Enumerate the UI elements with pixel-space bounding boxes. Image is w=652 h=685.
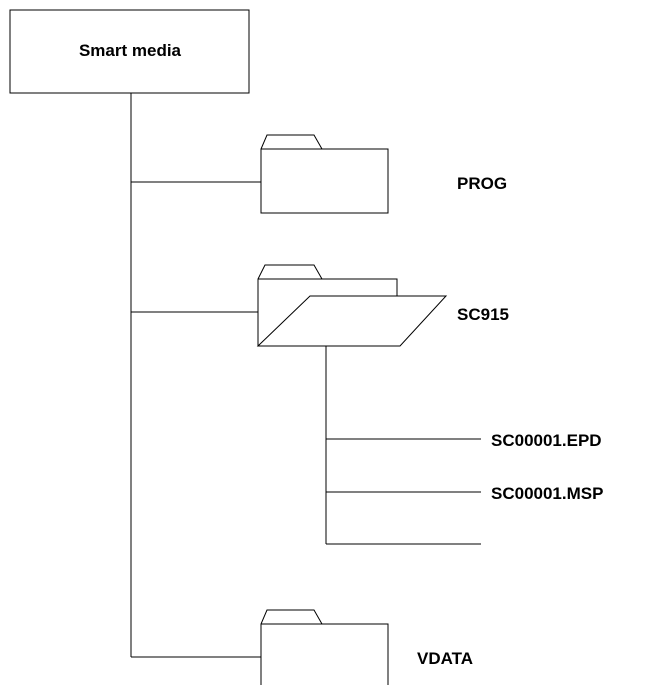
- folder-label-prog: PROG: [457, 174, 507, 193]
- file-label-epd: SC00001.EPD: [491, 431, 602, 450]
- folder-prog: PROG: [131, 134, 507, 214]
- file-item: SC00001.EPD: [326, 431, 602, 450]
- closed-folder-icon: [260, 609, 389, 685]
- folder-label-sc915: SC915: [457, 305, 509, 324]
- folder-sc915: SC915: [131, 264, 509, 347]
- root-box: [9, 9, 250, 94]
- open-folder-front-icon: [256, 295, 448, 347]
- file-item: SC00001.MSP: [326, 484, 603, 503]
- closed-folder-icon: [260, 134, 389, 214]
- root-label: Smart media: [79, 41, 182, 60]
- folder-label-vdata: VDATA: [417, 649, 473, 668]
- root-node: Smart media: [9, 9, 250, 94]
- folder-vdata: VDATA: [131, 609, 473, 685]
- file-label-msp: SC00001.MSP: [491, 484, 603, 503]
